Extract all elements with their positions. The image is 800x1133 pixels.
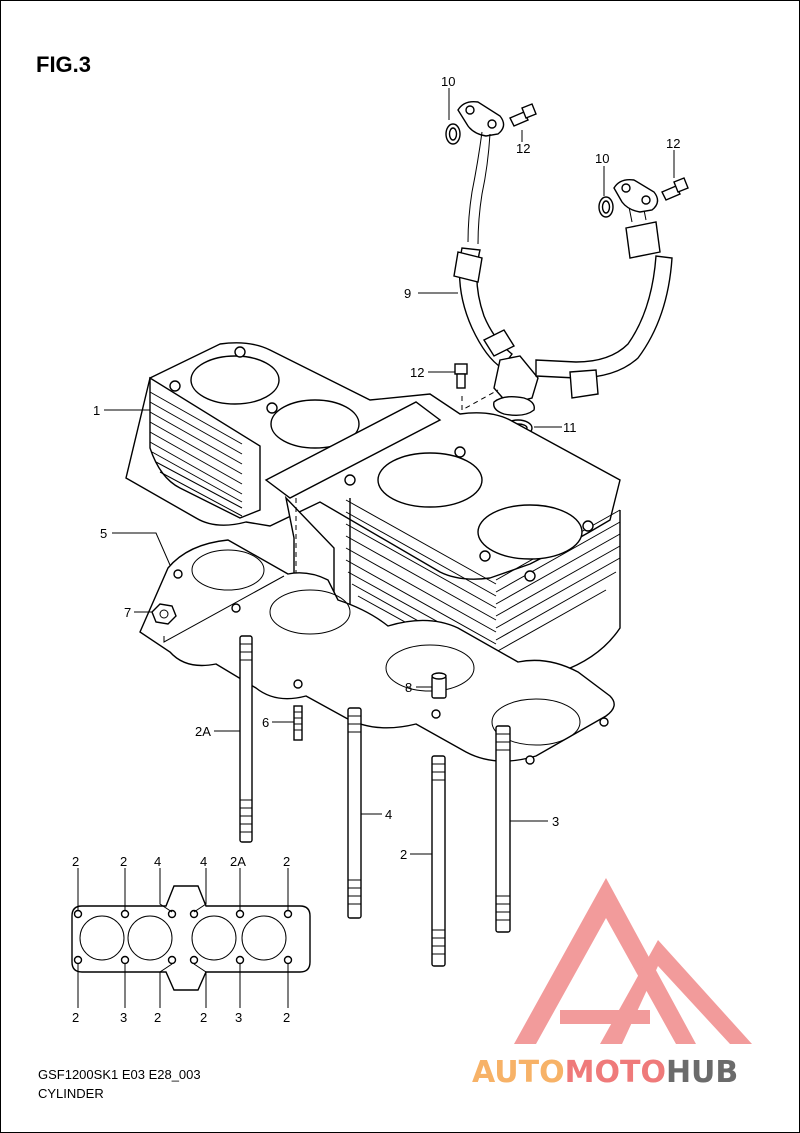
callout-4: 4	[385, 807, 392, 822]
callout-11: 11	[563, 420, 577, 435]
watermark-logo	[514, 878, 752, 1044]
callout-8: 8	[405, 680, 412, 695]
callout-3: 3	[552, 814, 559, 829]
hose-left-flange	[457, 100, 505, 137]
bolt-12-right	[661, 177, 689, 201]
stud-6	[293, 705, 303, 741]
seq-bottom-1: 2	[72, 1010, 79, 1025]
watermark-text: AUTOMOTOHUB	[472, 1055, 738, 1090]
stud-bolt-2	[431, 755, 446, 967]
seq-bottom-4: 2	[200, 1010, 207, 1025]
watermark-logo-mark	[514, 878, 696, 1044]
bolt-12-mid	[454, 363, 468, 389]
hose-right-flange	[613, 178, 659, 213]
seq-bottom-3: 2	[154, 1010, 161, 1025]
callout-1: 1	[93, 403, 100, 418]
oil-hose-assembly	[453, 100, 673, 417]
seq-top-2: 2	[120, 854, 127, 869]
seq-top-5: 2A	[230, 854, 246, 869]
seq-bottom-5: 3	[235, 1010, 242, 1025]
callout-12-mid: 12	[410, 365, 424, 380]
callout-leaders	[104, 88, 675, 855]
seq-top-3: 4	[154, 854, 161, 869]
seq-bottom-6: 2	[283, 1010, 290, 1025]
callout-2a: 2A	[195, 724, 211, 739]
nut-7	[151, 603, 177, 625]
callout-10-right: 10	[595, 151, 609, 166]
stud-bolt-2a	[239, 635, 253, 843]
seq-top-4: 4	[200, 854, 207, 869]
cylinder-block	[125, 342, 621, 689]
diagram-code: GSF1200SK1 E03 E28_003	[38, 1067, 201, 1082]
base-gasket	[139, 539, 615, 765]
callout-12-top: 12	[516, 141, 530, 156]
figure-title: FIG.3	[36, 52, 91, 77]
callout-6: 6	[262, 715, 269, 730]
callout-2: 2	[400, 847, 407, 862]
watermark-word-auto: AUTO	[472, 1055, 565, 1090]
stud-bolt-3	[495, 725, 511, 933]
callout-7: 7	[124, 605, 131, 620]
callout-12-right: 12	[666, 136, 680, 151]
seq-top-6: 2	[283, 854, 290, 869]
stud-bolt-4	[347, 707, 362, 919]
seq-bottom-2: 3	[120, 1010, 127, 1025]
diagram-name: CYLINDER	[38, 1086, 104, 1101]
callout-9: 9	[404, 286, 411, 301]
bolt-sequence-diagram	[71, 868, 311, 1008]
hose-elbow	[493, 355, 539, 405]
callout-5: 5	[100, 526, 107, 541]
bolt-12-top	[509, 103, 537, 127]
callout-10-top: 10	[441, 74, 455, 89]
seq-top-1: 2	[72, 854, 79, 869]
watermark-word-hub: HUB	[666, 1055, 738, 1090]
watermark-word-moto: MOTO	[565, 1055, 666, 1090]
hose-right	[535, 255, 673, 379]
dowel-8	[431, 672, 447, 699]
